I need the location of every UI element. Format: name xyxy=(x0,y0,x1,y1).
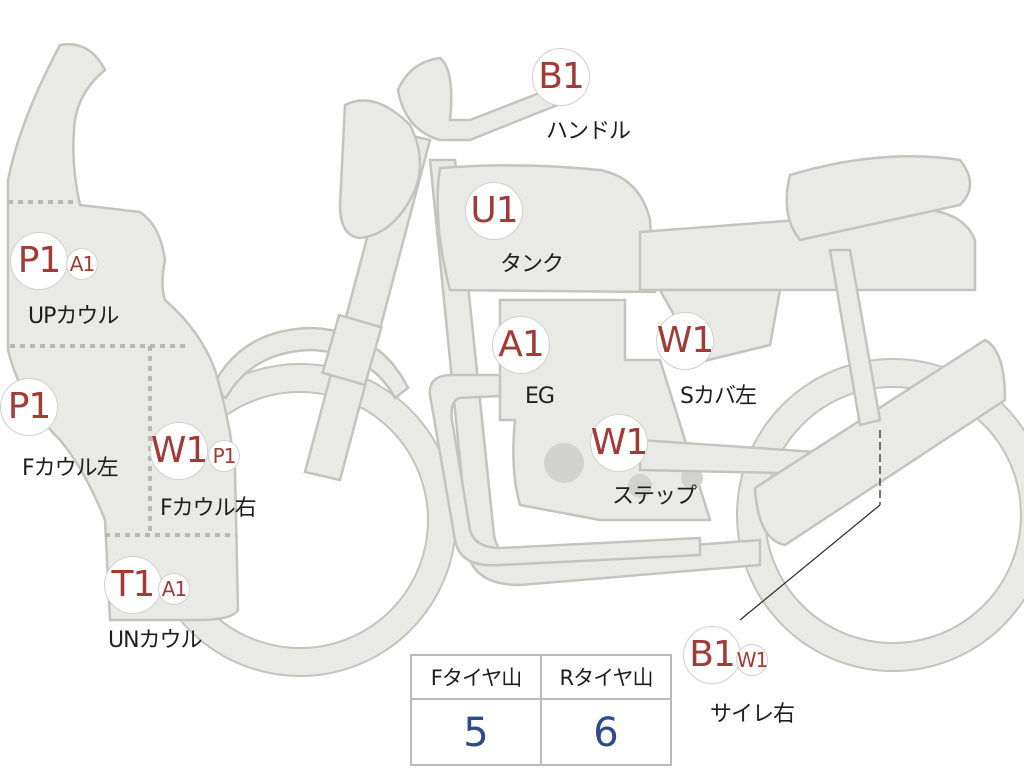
f-cowl-right-code-2: P1 xyxy=(208,440,240,472)
side-cover-label: Sカバ左 xyxy=(680,384,757,409)
tank-label: タンク xyxy=(500,252,564,277)
un-cowl-label: UNカウル xyxy=(108,628,203,653)
handlebar xyxy=(396,56,567,142)
f-cowl-right-label: Fカウル右 xyxy=(160,496,257,521)
muffler-right-label: サイレ右 xyxy=(710,702,795,727)
step-label: ステップ xyxy=(612,484,697,509)
fork-guard xyxy=(321,313,383,387)
side-cover-code-1: W1 xyxy=(656,312,714,370)
muffler-right-code-1: B1 xyxy=(683,626,741,684)
rear-shock xyxy=(828,248,882,427)
engine-label: EG xyxy=(525,384,555,409)
f-cowl-left-code-1: P1 xyxy=(0,378,58,436)
tire-table-value-row: 5 6 xyxy=(412,700,670,766)
frame xyxy=(428,158,762,587)
tire-tread-table: Fタイヤ山 Rタイヤ山 5 6 xyxy=(410,654,672,766)
f-cowl-left-label: Fカウル左 xyxy=(22,456,119,481)
rear-tire-value: 6 xyxy=(540,700,670,766)
f-cowl-right-code-1: W1 xyxy=(150,422,208,480)
tank-code-1: U1 xyxy=(465,182,523,240)
un-cowl-code-1: T1 xyxy=(104,556,162,614)
step-code-1: W1 xyxy=(590,414,648,472)
handle-label: ハンドル xyxy=(546,119,631,144)
engine-cover xyxy=(544,443,584,483)
rear-tire-header: Rタイヤ山 xyxy=(540,656,670,698)
muffler-leader-2 xyxy=(739,504,881,621)
headlight xyxy=(338,99,422,240)
handle-code-1: B1 xyxy=(532,48,590,106)
front-tire-value: 5 xyxy=(463,710,489,756)
up-cowl-code-2: A1 xyxy=(66,248,98,280)
seat-top xyxy=(785,155,972,242)
tire-table-header-row: Fタイヤ山 Rタイヤ山 xyxy=(412,656,670,700)
up-cowl-code-1: P1 xyxy=(10,232,68,290)
un-cowl-code-2: A1 xyxy=(158,573,190,605)
engine-code-1: A1 xyxy=(492,316,550,374)
muffler-right-code-2: W1 xyxy=(736,644,768,676)
up-cowl-label: UPカウル xyxy=(28,304,119,329)
rear-wheel xyxy=(736,358,1024,672)
cowling xyxy=(6,43,240,622)
frame-lower xyxy=(428,373,702,567)
step-peg-1 xyxy=(628,474,652,498)
front-tire-header: Fタイヤ山 xyxy=(430,666,522,690)
